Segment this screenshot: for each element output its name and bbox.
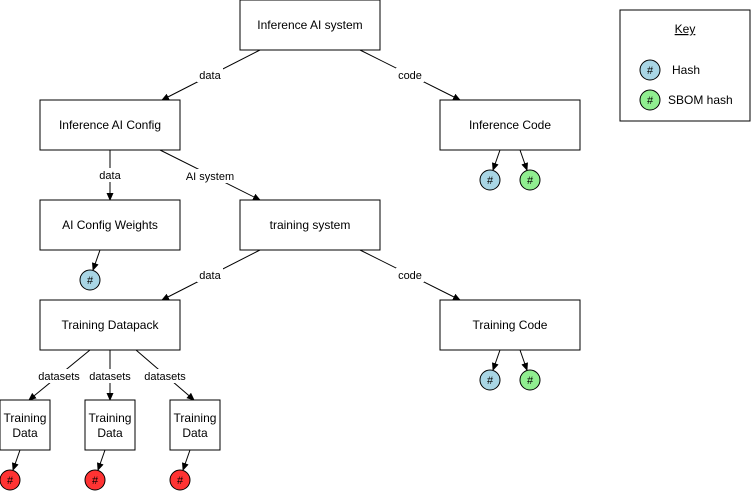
svg-text:#: # bbox=[7, 475, 14, 487]
node-training-data-2[interactable]: Training Data bbox=[84, 399, 136, 451]
node-label-training-data-1-line-2: Data bbox=[12, 426, 38, 440]
hash-icon: # bbox=[479, 169, 501, 191]
edge-label-datapack-to-data-1: datasets bbox=[38, 371, 80, 383]
key-sbom-hash-icon: # bbox=[639, 89, 661, 111]
key-sbom-hash-label: SBOM hash bbox=[668, 93, 733, 107]
root-box bbox=[239, 0, 381, 51]
node-label-training-data-3-line-2: Data bbox=[182, 426, 208, 440]
node-training-system[interactable]: training system bbox=[239, 199, 381, 251]
edge-weights-to-hash bbox=[92, 249, 101, 271]
edge-label-training-to-code: code bbox=[398, 270, 422, 282]
key-legend: Key # Hash # SBOM hash bbox=[619, 9, 751, 122]
svg-text:#: # bbox=[487, 175, 494, 187]
training-hash-icon: # bbox=[0, 469, 21, 491]
node-label-training-system: training system bbox=[270, 218, 351, 232]
edge-label-datapack-to-data-2: datasets bbox=[89, 371, 131, 383]
edges: data code data AI system data code datas… bbox=[12, 49, 528, 471]
node-label-ai-config-weights: AI Config Weights bbox=[62, 218, 158, 232]
node-training-code[interactable]: Training Code bbox=[439, 299, 581, 351]
node-label-training-data-1-line-1: Training bbox=[4, 411, 47, 425]
edge-label-datapack-to-data-3: datasets bbox=[144, 371, 186, 383]
edge-training-code-to-hash bbox=[492, 349, 501, 371]
sbom-hash-icon: # bbox=[519, 369, 541, 391]
key-hash-label: Hash bbox=[672, 63, 700, 77]
node-label-training-data-2-line-2: Data bbox=[97, 426, 123, 440]
edge-data-2-to-hash bbox=[97, 449, 106, 471]
edge-label-training-to-datapack: data bbox=[199, 270, 221, 282]
node-inference-ai-system[interactable]: Inference AI system bbox=[239, 0, 381, 51]
training-hash-icon: # bbox=[84, 469, 106, 491]
edge-label-root-to-code: code bbox=[398, 70, 422, 82]
svg-text:#: # bbox=[487, 375, 494, 387]
nodes: Inference AI system Inference AI Config … bbox=[0, 0, 581, 451]
edge-data-3-to-hash bbox=[182, 449, 191, 471]
edge-inference-code-to-hash bbox=[492, 149, 501, 171]
svg-text:#: # bbox=[87, 275, 94, 287]
hash-icon: # bbox=[79, 269, 101, 291]
node-label-training-data-3-line-1: Training bbox=[174, 411, 217, 425]
key-hash-icon: # bbox=[639, 59, 661, 81]
edge-label-root-to-config: data bbox=[199, 70, 221, 82]
sbom-hash-icon: # bbox=[519, 169, 541, 191]
hash-icon: # bbox=[479, 369, 501, 391]
svg-text:#: # bbox=[647, 65, 654, 77]
node-training-datapack[interactable]: Training Datapack bbox=[39, 299, 181, 351]
svg-text:#: # bbox=[177, 475, 184, 487]
svg-text:#: # bbox=[527, 375, 534, 387]
node-training-data-1[interactable]: Training Data bbox=[0, 399, 51, 451]
svg-text:#: # bbox=[92, 475, 99, 487]
hash-badges: # # # # # # # # bbox=[0, 169, 541, 491]
node-ai-config-weights[interactable]: AI Config Weights bbox=[39, 199, 181, 251]
edge-label-config-to-training: AI system bbox=[186, 171, 234, 183]
node-inference-ai-config[interactable]: Inference AI Config bbox=[39, 99, 181, 151]
svg-text:#: # bbox=[527, 175, 534, 187]
svg-text:#: # bbox=[647, 95, 654, 107]
training-hash-icon: # bbox=[169, 469, 191, 491]
node-inference-code[interactable]: Inference Code bbox=[439, 99, 581, 151]
edge-data-1-to-hash bbox=[12, 449, 21, 471]
edge-inference-code-to-sbom bbox=[519, 149, 528, 171]
node-label-inference-code: Inference Code bbox=[469, 118, 551, 132]
key-title: Key bbox=[675, 22, 696, 36]
node-training-data-3[interactable]: Training Data bbox=[169, 399, 221, 451]
node-label-training-datapack: Training Datapack bbox=[62, 318, 160, 332]
node-label-inference-ai-config: Inference AI Config bbox=[59, 118, 161, 132]
edge-label-config-to-weights: data bbox=[99, 170, 121, 182]
node-label-training-data-2-line-1: Training bbox=[89, 411, 132, 425]
node-label-training-code: Training Code bbox=[473, 318, 548, 332]
node-label-inference-ai-system: Inference AI system bbox=[257, 18, 362, 32]
edge-training-code-to-sbom bbox=[519, 349, 528, 371]
